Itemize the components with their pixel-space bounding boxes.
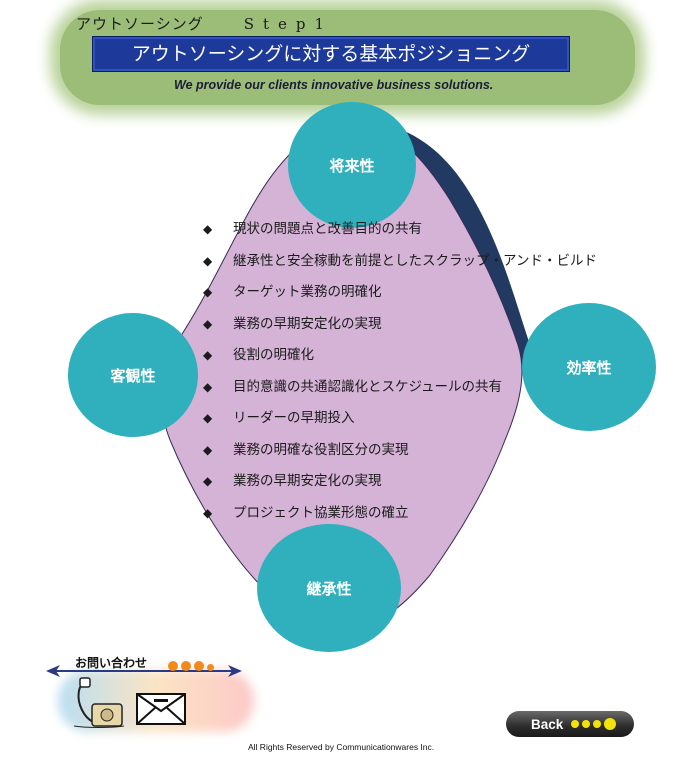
principle-item: ◆ 継承性と安全稼動を前提としたスクラップ・アンド・ビルド [203, 250, 597, 282]
principle-text: 業務の明確な役割区分の実現 [233, 441, 409, 458]
principle-item: ◆ 役割の明確化 [203, 344, 597, 376]
contact-dots [168, 656, 217, 675]
diamond-bullet-icon: ◆ [203, 285, 213, 299]
back-dot [593, 720, 602, 728]
diagram-shadow [352, 123, 530, 372]
diamond-bullet-icon: ◆ [203, 253, 213, 268]
diamond-bullet-icon: ◆ [203, 442, 213, 457]
back-button[interactable]: Back [506, 711, 634, 737]
principle-item: ◆ 現状の問題点と改善目的の共有 [203, 218, 597, 250]
back-dot [571, 720, 580, 728]
contact-arrow-icon [46, 665, 242, 677]
page-title: アウトソーシングに対する基本ポジショニング [92, 36, 570, 72]
principle-item: ◆ リーダーの早期投入 [203, 407, 597, 439]
diamond-bullet-icon: ◆ [203, 348, 213, 362]
principle-item: ◆ 業務の明確な役割区分の実現 [203, 439, 597, 471]
principle-item: ◆ 業務の早期安定化の実現 [203, 313, 597, 345]
principle-text: 役割の明確化 [233, 347, 314, 363]
principle-text: ターゲット業務の明確化 [233, 284, 382, 300]
back-dot [604, 718, 617, 730]
step-category: アウトソーシング [76, 15, 204, 33]
diamond-bullet-icon: ◆ [203, 222, 213, 236]
principle-item: ◆ プロジェクト協業形態の確立 [203, 502, 597, 534]
principle-text: 継承性と安全稼動を前提としたスクラップ・アンド・ビルド [233, 252, 597, 269]
back-label: Back [531, 716, 564, 732]
diamond-bullet-icon: ◆ [203, 505, 213, 520]
principle-item: ◆ 目的意識の共通認識化とスケジュールの共有 [203, 376, 597, 408]
diamond-bullet-icon: ◆ [203, 316, 213, 331]
principle-item: ◆ 業務の早期安定化の実現 [203, 470, 597, 502]
circle-future: 将来性 [288, 102, 416, 228]
principle-text: 業務の早期安定化の実現 [233, 315, 382, 332]
step-number: Step1 [243, 15, 334, 33]
principle-text: プロジェクト協業形態の確立 [233, 504, 409, 521]
diamond-bullet-icon: ◆ [203, 379, 213, 394]
phone-icon[interactable] [72, 676, 124, 730]
copyright: All Rights Reserved by Communicationware… [248, 742, 435, 752]
principle-text: 業務の早期安定化の実現 [233, 473, 382, 489]
principles-list: ◆ 現状の問題点と改善目的の共有 ◆ 継承性と安全稼動を前提としたスクラップ・アンド・… [203, 218, 597, 533]
circle-efficiency: 効率性 [522, 303, 656, 431]
principle-text: 現状の問題点と改善目的の共有 [233, 221, 422, 237]
tagline: We provide our clients innovative busine… [174, 78, 494, 92]
diamond-bullet-icon: ◆ [203, 411, 213, 425]
circle-objective: 客観性 [68, 313, 198, 437]
back-dot [582, 720, 591, 728]
diamond-bullet-icon: ◆ [203, 474, 213, 488]
step-label: アウトソーシング Step1 [76, 13, 333, 34]
principle-item: ◆ ターゲット業務の明確化 [203, 281, 597, 313]
principle-text: リーダーの早期投入 [233, 410, 355, 426]
principle-text: 目的意識の共通認識化とスケジュールの共有 [233, 378, 503, 395]
circle-succession: 継承性 [257, 524, 401, 652]
mail-icon[interactable] [136, 693, 186, 725]
contact-label[interactable]: お問い合わせ [75, 656, 148, 670]
